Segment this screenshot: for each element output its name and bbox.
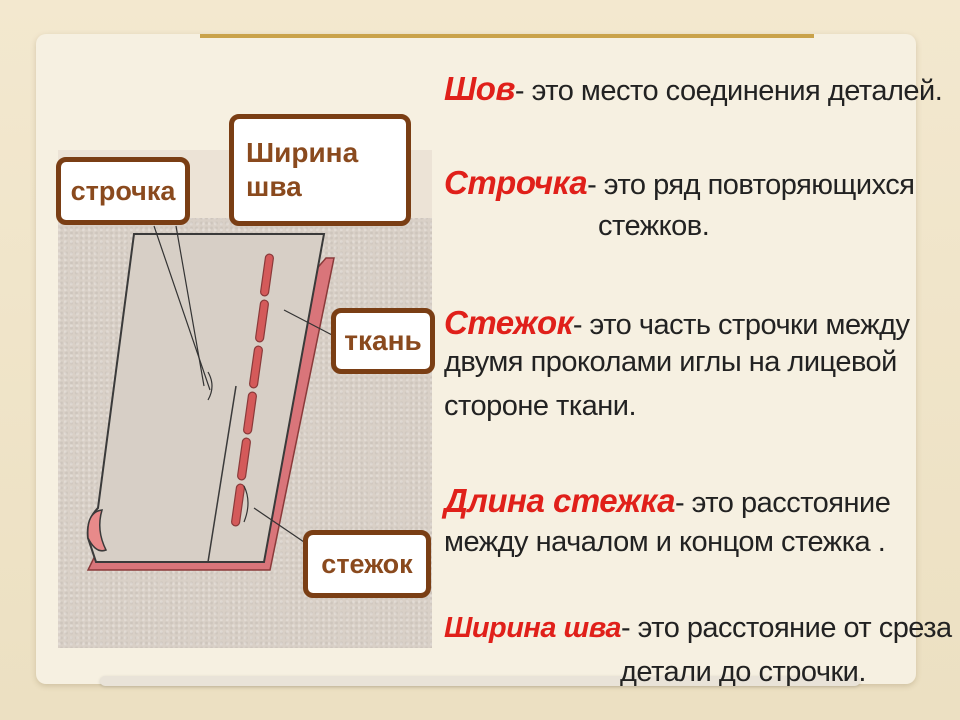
label-shirina-text-2: шва <box>246 171 302 202</box>
term-strochka: Строчка <box>444 164 588 201</box>
stitch-brace <box>243 485 249 523</box>
definition-strochka: Строчка- это ряд повторяющихся <box>444 164 915 202</box>
term-stezhok: Стежок <box>444 304 573 341</box>
definition-stezhok-line2: двумя проколами иглы на лицевой <box>444 346 897 378</box>
label-tkan-text: ткань <box>344 325 422 356</box>
definition-dlina: Длина стежка- это расстояние <box>444 482 891 520</box>
definition-stezhok-text: - это часть строчки между <box>572 309 910 341</box>
seam-edge-line <box>207 385 237 563</box>
definition-strochka-text: - это ряд повторяющихся <box>587 169 915 201</box>
seam-drawing <box>86 225 335 571</box>
definition-stezhok-line3: стороне ткани. <box>444 390 637 422</box>
definition-dlina-line2: между началом и концом стежка . <box>444 526 886 558</box>
definition-stezhok: Стежок- это часть строчки между <box>444 304 910 342</box>
label-shirina-shva: Ширина шва <box>229 114 411 226</box>
label-tkan: ткань <box>331 308 435 374</box>
label-stezhok-text: стежок <box>321 548 413 579</box>
label-stezhok: стежок <box>303 530 431 598</box>
definitions-panel: Шов- это место соединения деталей. Строч… <box>440 0 952 720</box>
definition-dlina-text: - это расстояние <box>674 487 891 519</box>
pointer-tkan <box>283 309 335 337</box>
term-dlina: Длина стежка <box>444 482 675 519</box>
stitch-line <box>231 253 274 527</box>
definition-shov: Шов- это место соединения деталей. <box>444 70 943 108</box>
definition-shirina-text: - это расстояние от среза <box>620 612 952 644</box>
top-rule <box>200 34 814 38</box>
top-fabric-layer <box>86 233 326 563</box>
label-strochka-text: строчка <box>70 175 176 206</box>
label-strochka: строчка <box>56 157 190 225</box>
definition-shirina-line2: детали до строчки. <box>620 656 866 686</box>
frame-bottom-edge <box>100 676 860 686</box>
width-brace <box>207 371 213 401</box>
definition-shirina: Ширина шва- это расстояние от среза <box>444 612 952 645</box>
definition-shov-text: - это место соединения деталей. <box>514 75 943 107</box>
term-shov: Шов <box>444 70 515 107</box>
pointer-strochka <box>153 225 211 391</box>
pointer-stezhok <box>253 507 305 543</box>
label-shirina-text-1: Ширина <box>246 137 359 169</box>
term-shirina: Ширина шва <box>444 612 621 644</box>
pointer-shirina <box>175 225 205 387</box>
definition-strochka-line2: стежков. <box>598 210 710 242</box>
curled-corner <box>87 509 108 552</box>
